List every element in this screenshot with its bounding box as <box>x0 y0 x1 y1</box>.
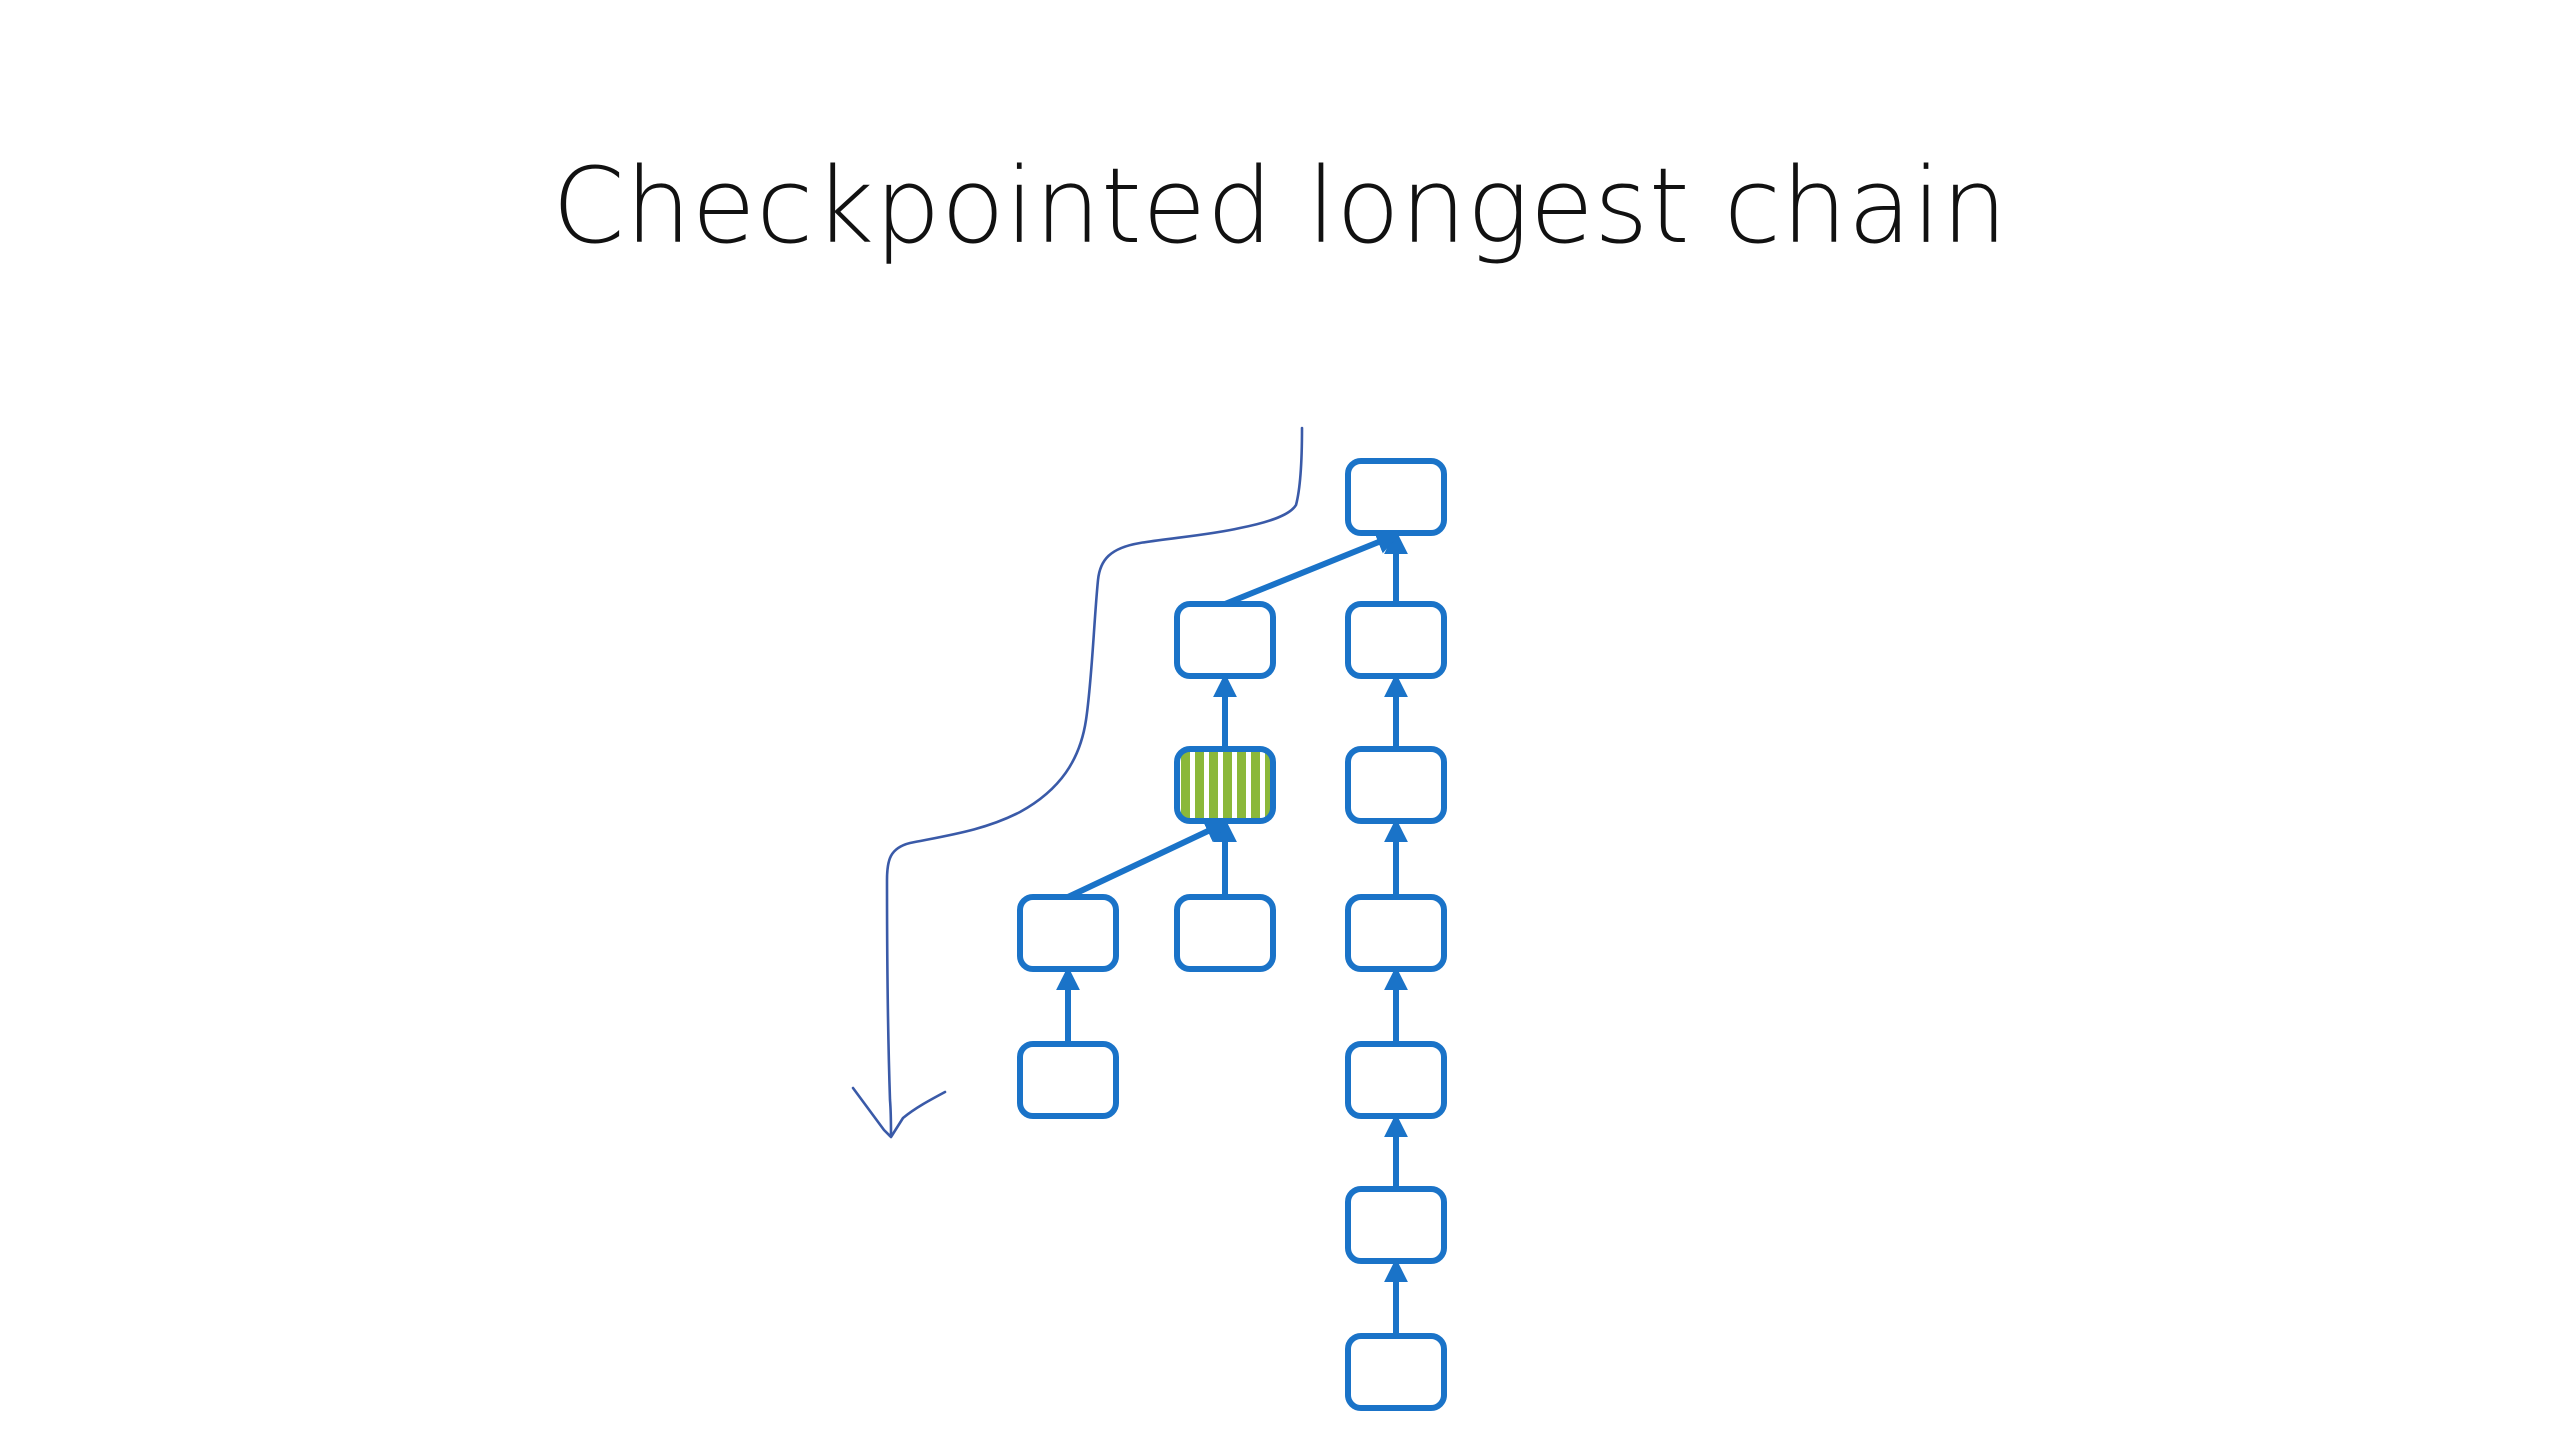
block-rect <box>1345 1186 1447 1264</box>
block-fork-top <box>1174 601 1276 679</box>
edge-m1-to-r0 <box>1223 531 1401 607</box>
block-rect <box>1345 458 1447 536</box>
block-main-4 <box>1345 894 1447 972</box>
blocks-layer <box>1017 458 1447 1411</box>
block-main-6 <box>1345 1186 1447 1264</box>
hand-drawn-arrowhead <box>851 1086 947 1139</box>
block-main-5 <box>1345 1041 1447 1119</box>
block-rect <box>1017 1041 1119 1119</box>
block-fork-left-tip <box>1017 1041 1119 1119</box>
edges-layer <box>1056 530 1408 1336</box>
block-main-2 <box>1345 601 1447 679</box>
block-rect <box>1345 746 1447 824</box>
block-rect <box>1174 894 1276 972</box>
block-main-bottom <box>1345 1333 1447 1411</box>
annotation-layer <box>851 426 1304 1139</box>
hand-drawn-arrow-path <box>885 426 1304 1137</box>
block-rect <box>1345 1333 1447 1411</box>
block-rect <box>1174 601 1276 679</box>
block-rect <box>1345 894 1447 972</box>
block-checkpoint <box>1174 746 1276 824</box>
block-rect <box>1017 894 1119 972</box>
slide-title: Checkpointed longest chain <box>552 145 2008 267</box>
checkpoint-block-rect <box>1174 746 1276 824</box>
block-fork-tip-right <box>1174 894 1276 972</box>
block-main-top <box>1345 458 1447 536</box>
block-rect <box>1345 601 1447 679</box>
block-rect <box>1345 1041 1447 1119</box>
edge-l1-to-m2 <box>1066 820 1230 900</box>
block-main-3 <box>1345 746 1447 824</box>
block-fork-left-upper <box>1017 894 1119 972</box>
